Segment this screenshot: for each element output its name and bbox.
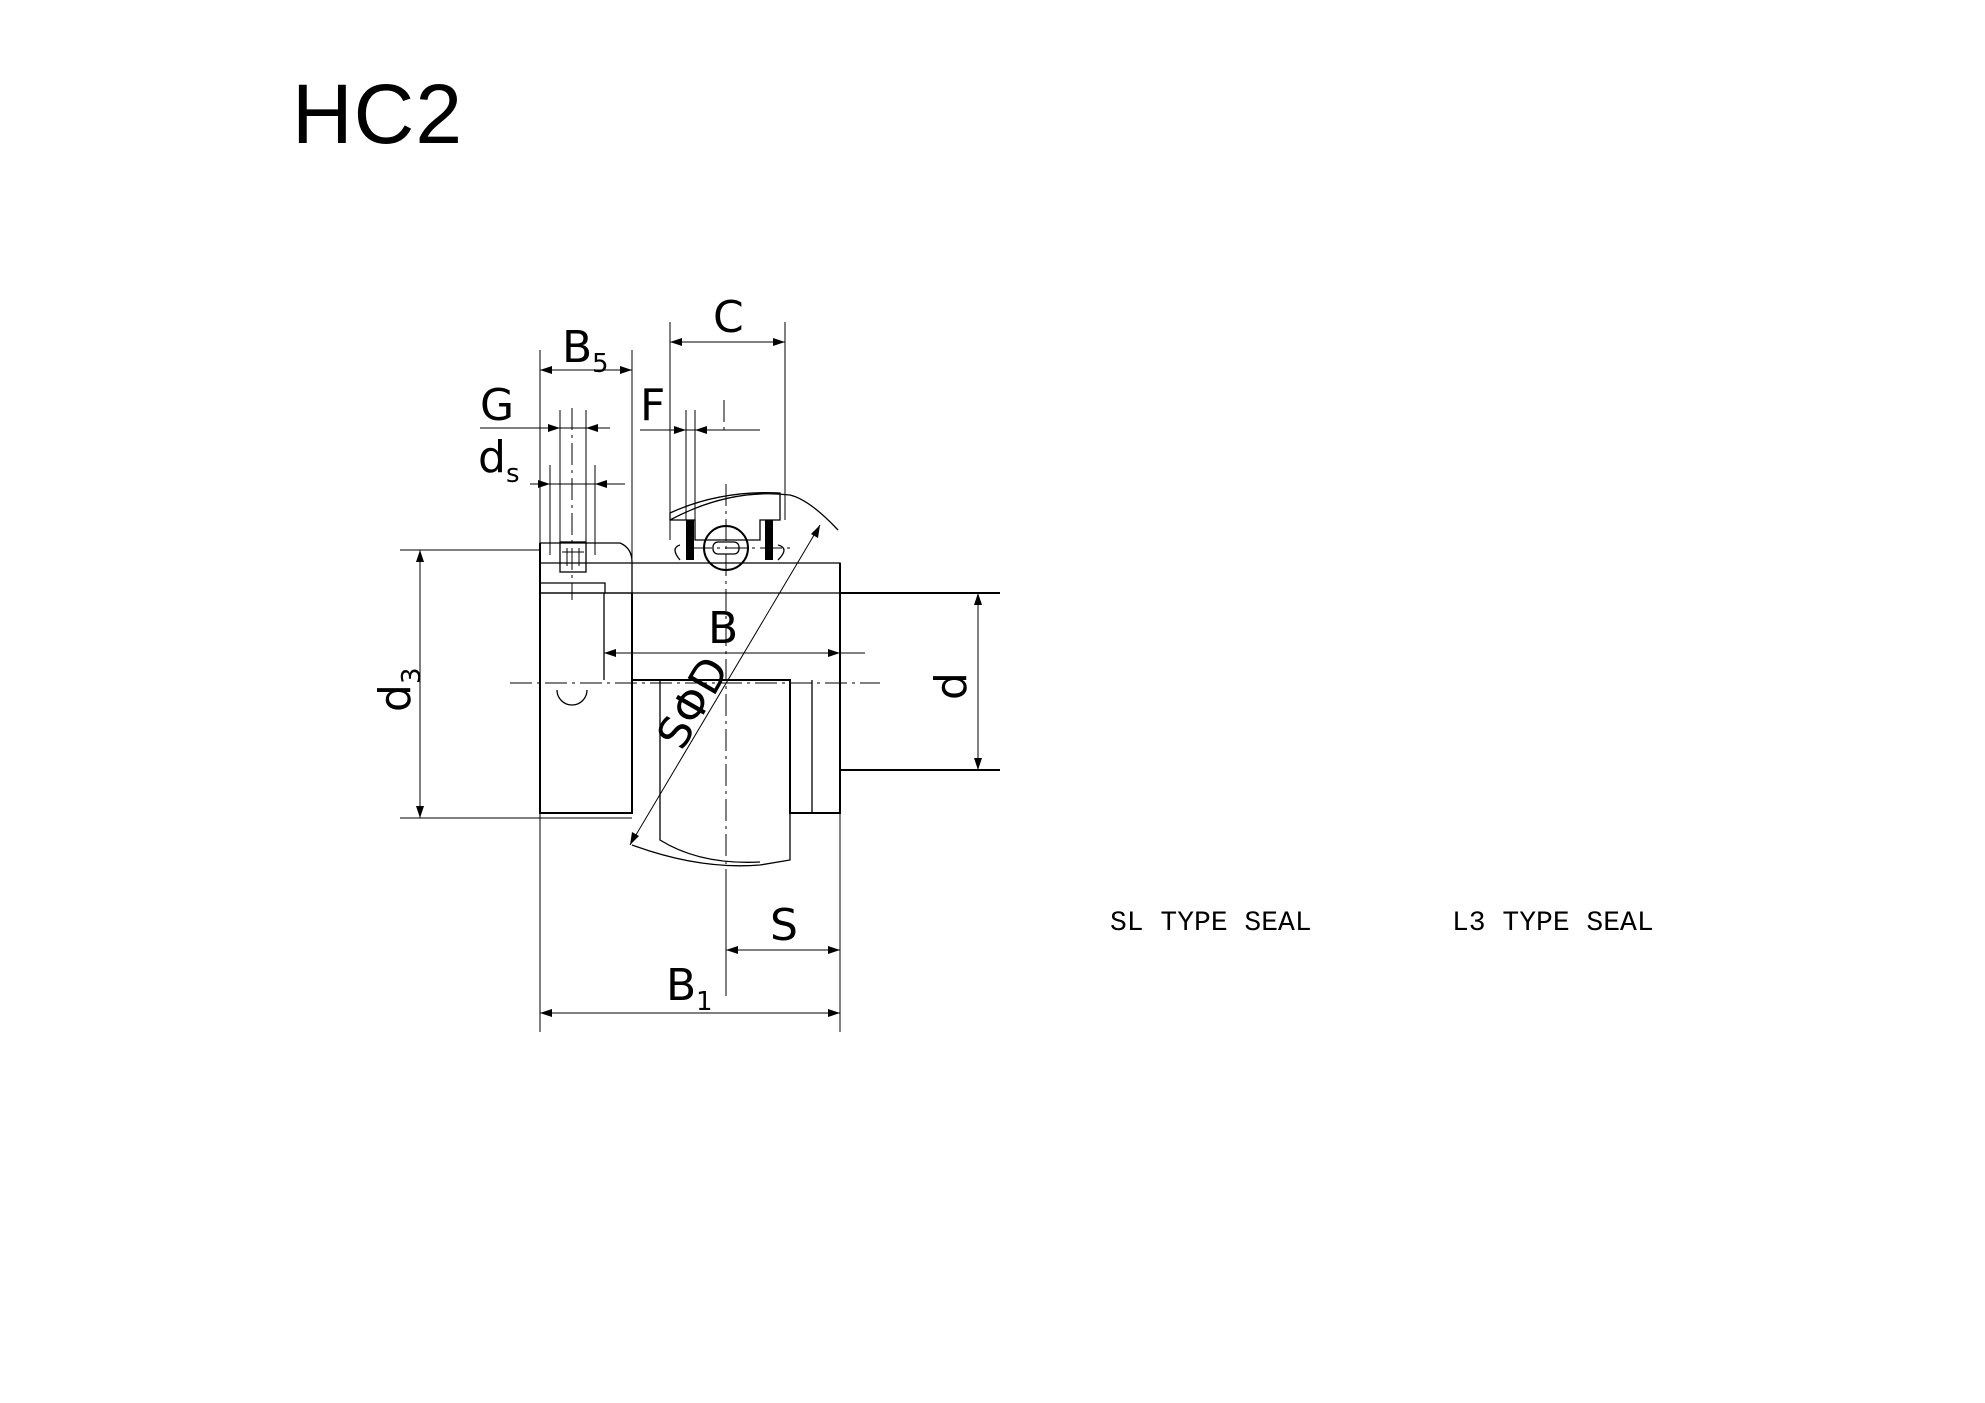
outer-ring-section	[669, 492, 781, 541]
label-ds: d	[478, 432, 506, 483]
label-c: C	[713, 292, 744, 343]
body-outline	[539, 543, 841, 814]
label-d3-sub: 3	[397, 667, 427, 684]
label-s: S	[770, 900, 798, 951]
label-g: G	[480, 380, 514, 431]
label-ds-sub: s	[506, 459, 520, 489]
drawing-title: HC2	[292, 67, 464, 161]
outer-ring-arc-bottom	[631, 813, 791, 867]
collar-section	[539, 542, 633, 594]
label-b1-sub: 1	[696, 987, 713, 1017]
seal-right	[765, 520, 773, 560]
lube-hole	[556, 689, 588, 706]
sl-seal-caption: SL TYPE SEAL	[1110, 908, 1312, 939]
label-f: F	[640, 380, 665, 431]
l3-seal-caption: L3 TYPE SEAL	[1452, 908, 1654, 939]
dimensions	[400, 322, 1000, 1032]
shaft	[839, 592, 1000, 813]
label-b5: B	[562, 322, 592, 373]
label-d: d	[926, 672, 977, 700]
label-b: B	[708, 603, 738, 654]
centerlines	[510, 400, 880, 870]
dimension-labels: C B 5 G F d s B SΦD d d 3 S B 1	[370, 292, 977, 1017]
set-screw	[559, 541, 587, 573]
label-d3: d	[370, 684, 421, 712]
label-b5-sub: 5	[592, 349, 609, 379]
outer-ring-arc-top	[669, 493, 839, 531]
label-b1: B	[666, 960, 696, 1011]
seal-left	[686, 520, 694, 560]
